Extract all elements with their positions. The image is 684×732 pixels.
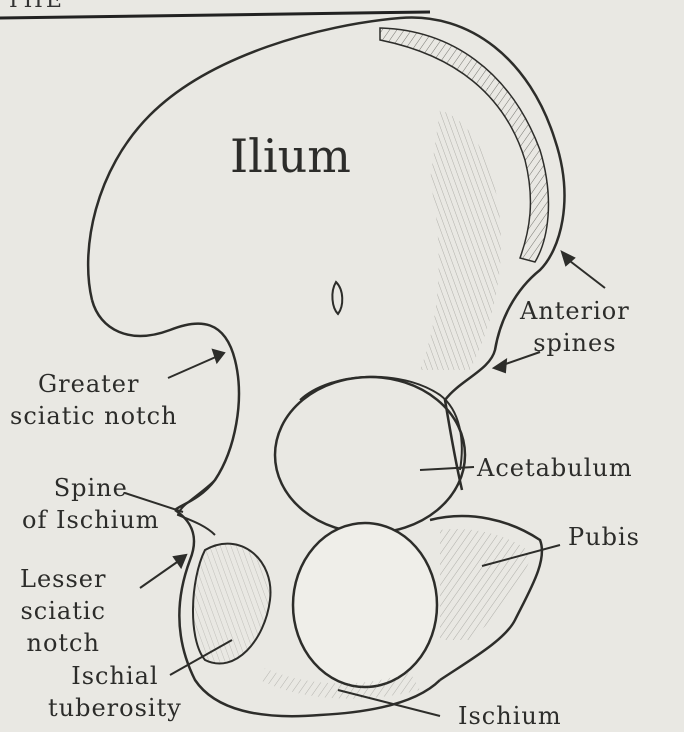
label-spine-of-ischium-line-1: Spine xyxy=(22,472,160,504)
label-ischium: Ischium xyxy=(458,700,562,732)
label-acetabulum: Acetabulum xyxy=(477,452,633,484)
page-title: THE xyxy=(6,0,65,13)
label-lesser-sciatic-notch: Lesser sciatic notch xyxy=(20,563,106,659)
label-greater-sciatic-notch-line-1: Greater xyxy=(10,368,178,400)
nutrient-foramen xyxy=(332,282,342,314)
ilium-body-shading xyxy=(420,110,501,370)
label-anterior-spines-line-2: spines xyxy=(520,327,630,359)
obturator-foramen xyxy=(293,523,437,687)
ischial-tuberosity-outline xyxy=(193,544,270,664)
label-lesser-sciatic-notch-line-1: Lesser xyxy=(20,563,106,595)
label-spine-of-ischium: Spine of Ischium xyxy=(22,472,160,536)
label-anterior-spines: Anterior spines xyxy=(520,295,630,359)
label-ilium: Ilium xyxy=(230,140,351,172)
label-lesser-sciatic-notch-line-3: notch xyxy=(20,627,106,659)
label-lesser-sciatic-notch-line-2: sciatic xyxy=(20,595,106,627)
label-ischial-tuberosity-line-1: Ischial xyxy=(48,660,182,692)
label-anterior-spines-line-1: Anterior xyxy=(520,295,630,327)
label-ischial-tuberosity: Ischial tuberosity xyxy=(48,660,182,724)
pubis-shading xyxy=(440,529,532,640)
acetabulum-rim xyxy=(300,377,462,470)
label-ischial-tuberosity-line-2: tuberosity xyxy=(48,692,182,724)
label-spine-of-ischium-line-2: of Ischium xyxy=(22,504,160,536)
label-pubis: Pubis xyxy=(568,521,640,553)
label-greater-sciatic-notch-line-2: sciatic notch xyxy=(10,400,178,432)
acetabulum-outline xyxy=(275,377,465,533)
label-greater-sciatic-notch: Greater sciatic notch xyxy=(10,368,178,432)
